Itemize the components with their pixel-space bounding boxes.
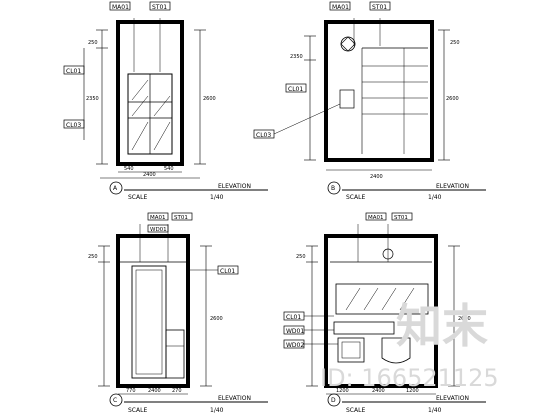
material-tag-left-1 [63,65,85,75]
dim-w2: 2400 [143,172,156,178]
material-tag-top-1 [365,212,387,221]
tag-label: MA01 [332,4,349,11]
dim-w2: 2400 [372,388,385,394]
tag-label: MA01 [112,4,129,11]
dim-sub: 2350 [290,54,303,60]
material-tag-top-2 [369,1,391,11]
wall-frame [116,234,190,388]
title-bubble [327,181,341,195]
title-number: C [113,397,117,404]
dim-total: 2600 [446,96,459,102]
tag-label: CL03 [256,132,271,139]
title-number: B [331,185,335,192]
scale-label: SCALE [128,194,147,201]
dim-top: 250 [296,254,306,260]
dim-w3: 1200 [406,388,419,394]
dim-bottom: 2400 [370,174,383,180]
dim-total: 2600 [210,316,223,322]
scale-label: SCALE [346,407,365,414]
elevation-panel-b [253,1,486,195]
elevation-word: ELEVATION [218,183,251,190]
elevation-word: ELEVATION [218,395,251,402]
dim-w3: 270 [172,388,182,394]
dim-w1: 540 [124,166,134,172]
material-tag-left-1 [285,83,307,93]
orientation-icon [340,36,356,52]
tag-label: WD01 [286,328,304,335]
tag-label: WD02 [286,342,304,349]
elevation-panel-a [63,1,268,195]
tag-label: CL01 [220,268,235,275]
dim-top: 250 [88,40,98,46]
panel-b-text: MA01 ST01 CL01 CL03 250 2600 2350 2400 B… [256,4,469,201]
wall-frame [324,20,434,162]
material-tag-top-2 [149,1,171,11]
tag-label: ST01 [372,4,387,11]
material-tag-left-2 [63,119,85,129]
mirror [335,283,429,315]
tag-label: ST01 [394,215,408,221]
tag-label: MA01 [150,215,166,221]
dim-w1: 770 [126,388,136,394]
dim-top: 250 [88,254,98,260]
section-marker [382,248,394,260]
elevation-panel-d [283,212,486,407]
elevation-panel-c [98,212,268,407]
panel-d-text: MA01 ST01 CL01 WD01 WD02 250 2600 1200 2… [286,215,471,414]
material-tag-top-2 [171,212,193,221]
material-tag-top-1 [147,212,169,221]
dim-w2: 2400 [148,388,161,394]
vanity-cabinet [333,321,395,335]
dim-w3: 540 [164,166,174,172]
tag-label: CL01 [66,68,81,75]
tag-label: ST01 [174,215,188,221]
fixture [339,89,355,109]
scale-value: 1/40 [210,407,224,414]
door-panel [131,265,167,379]
tag-label: CL01 [288,86,303,93]
watermark: 知末 ID: 166521125 [320,299,499,392]
vanity-base [337,337,365,363]
scale-value: 1/40 [210,194,224,201]
scale-value: 1/40 [428,407,442,414]
tag-label: ST01 [152,4,167,11]
tag-label: CL03 [66,122,81,129]
material-tag-top-3 [147,224,169,233]
title-bubble [327,393,341,407]
title-number: D [331,397,336,404]
dim-total: 2600 [203,96,216,102]
scale-label: SCALE [346,194,365,201]
dim-w1: 1200 [336,388,349,394]
dim-sub: 2350 [86,96,99,102]
watermark-logo: 知末 [396,299,488,353]
tag-label: MA01 [368,215,384,221]
elevation-word: ELEVATION [436,395,469,402]
tag-label: CL01 [286,314,301,321]
watermark-id: ID: 166521125 [320,364,499,392]
material-tag-top-1 [329,1,351,11]
toilet [381,337,411,364]
scale-label: SCALE [128,407,147,414]
panel-a-text: MA01 ST01 CL01 CL03 250 2600 2350 540 24… [66,4,251,201]
scale-value: 1/40 [428,194,442,201]
dim-total: 2600 [458,316,471,322]
elevation-word: ELEVATION [436,183,469,190]
wall-frame [116,20,184,166]
material-tag-top-2 [391,212,413,221]
panel-c-text: MA01 ST01 WD01 CL01 250 2600 770 2400 27… [88,215,251,414]
wall-frame [324,234,438,388]
cabinet [165,329,185,379]
title-bubble [109,181,123,195]
title-number: A [113,185,118,192]
material-tag-top-1 [109,1,131,11]
dim-top: 250 [450,40,460,46]
title-bubble [109,393,123,407]
tag-label: WD01 [150,227,167,233]
